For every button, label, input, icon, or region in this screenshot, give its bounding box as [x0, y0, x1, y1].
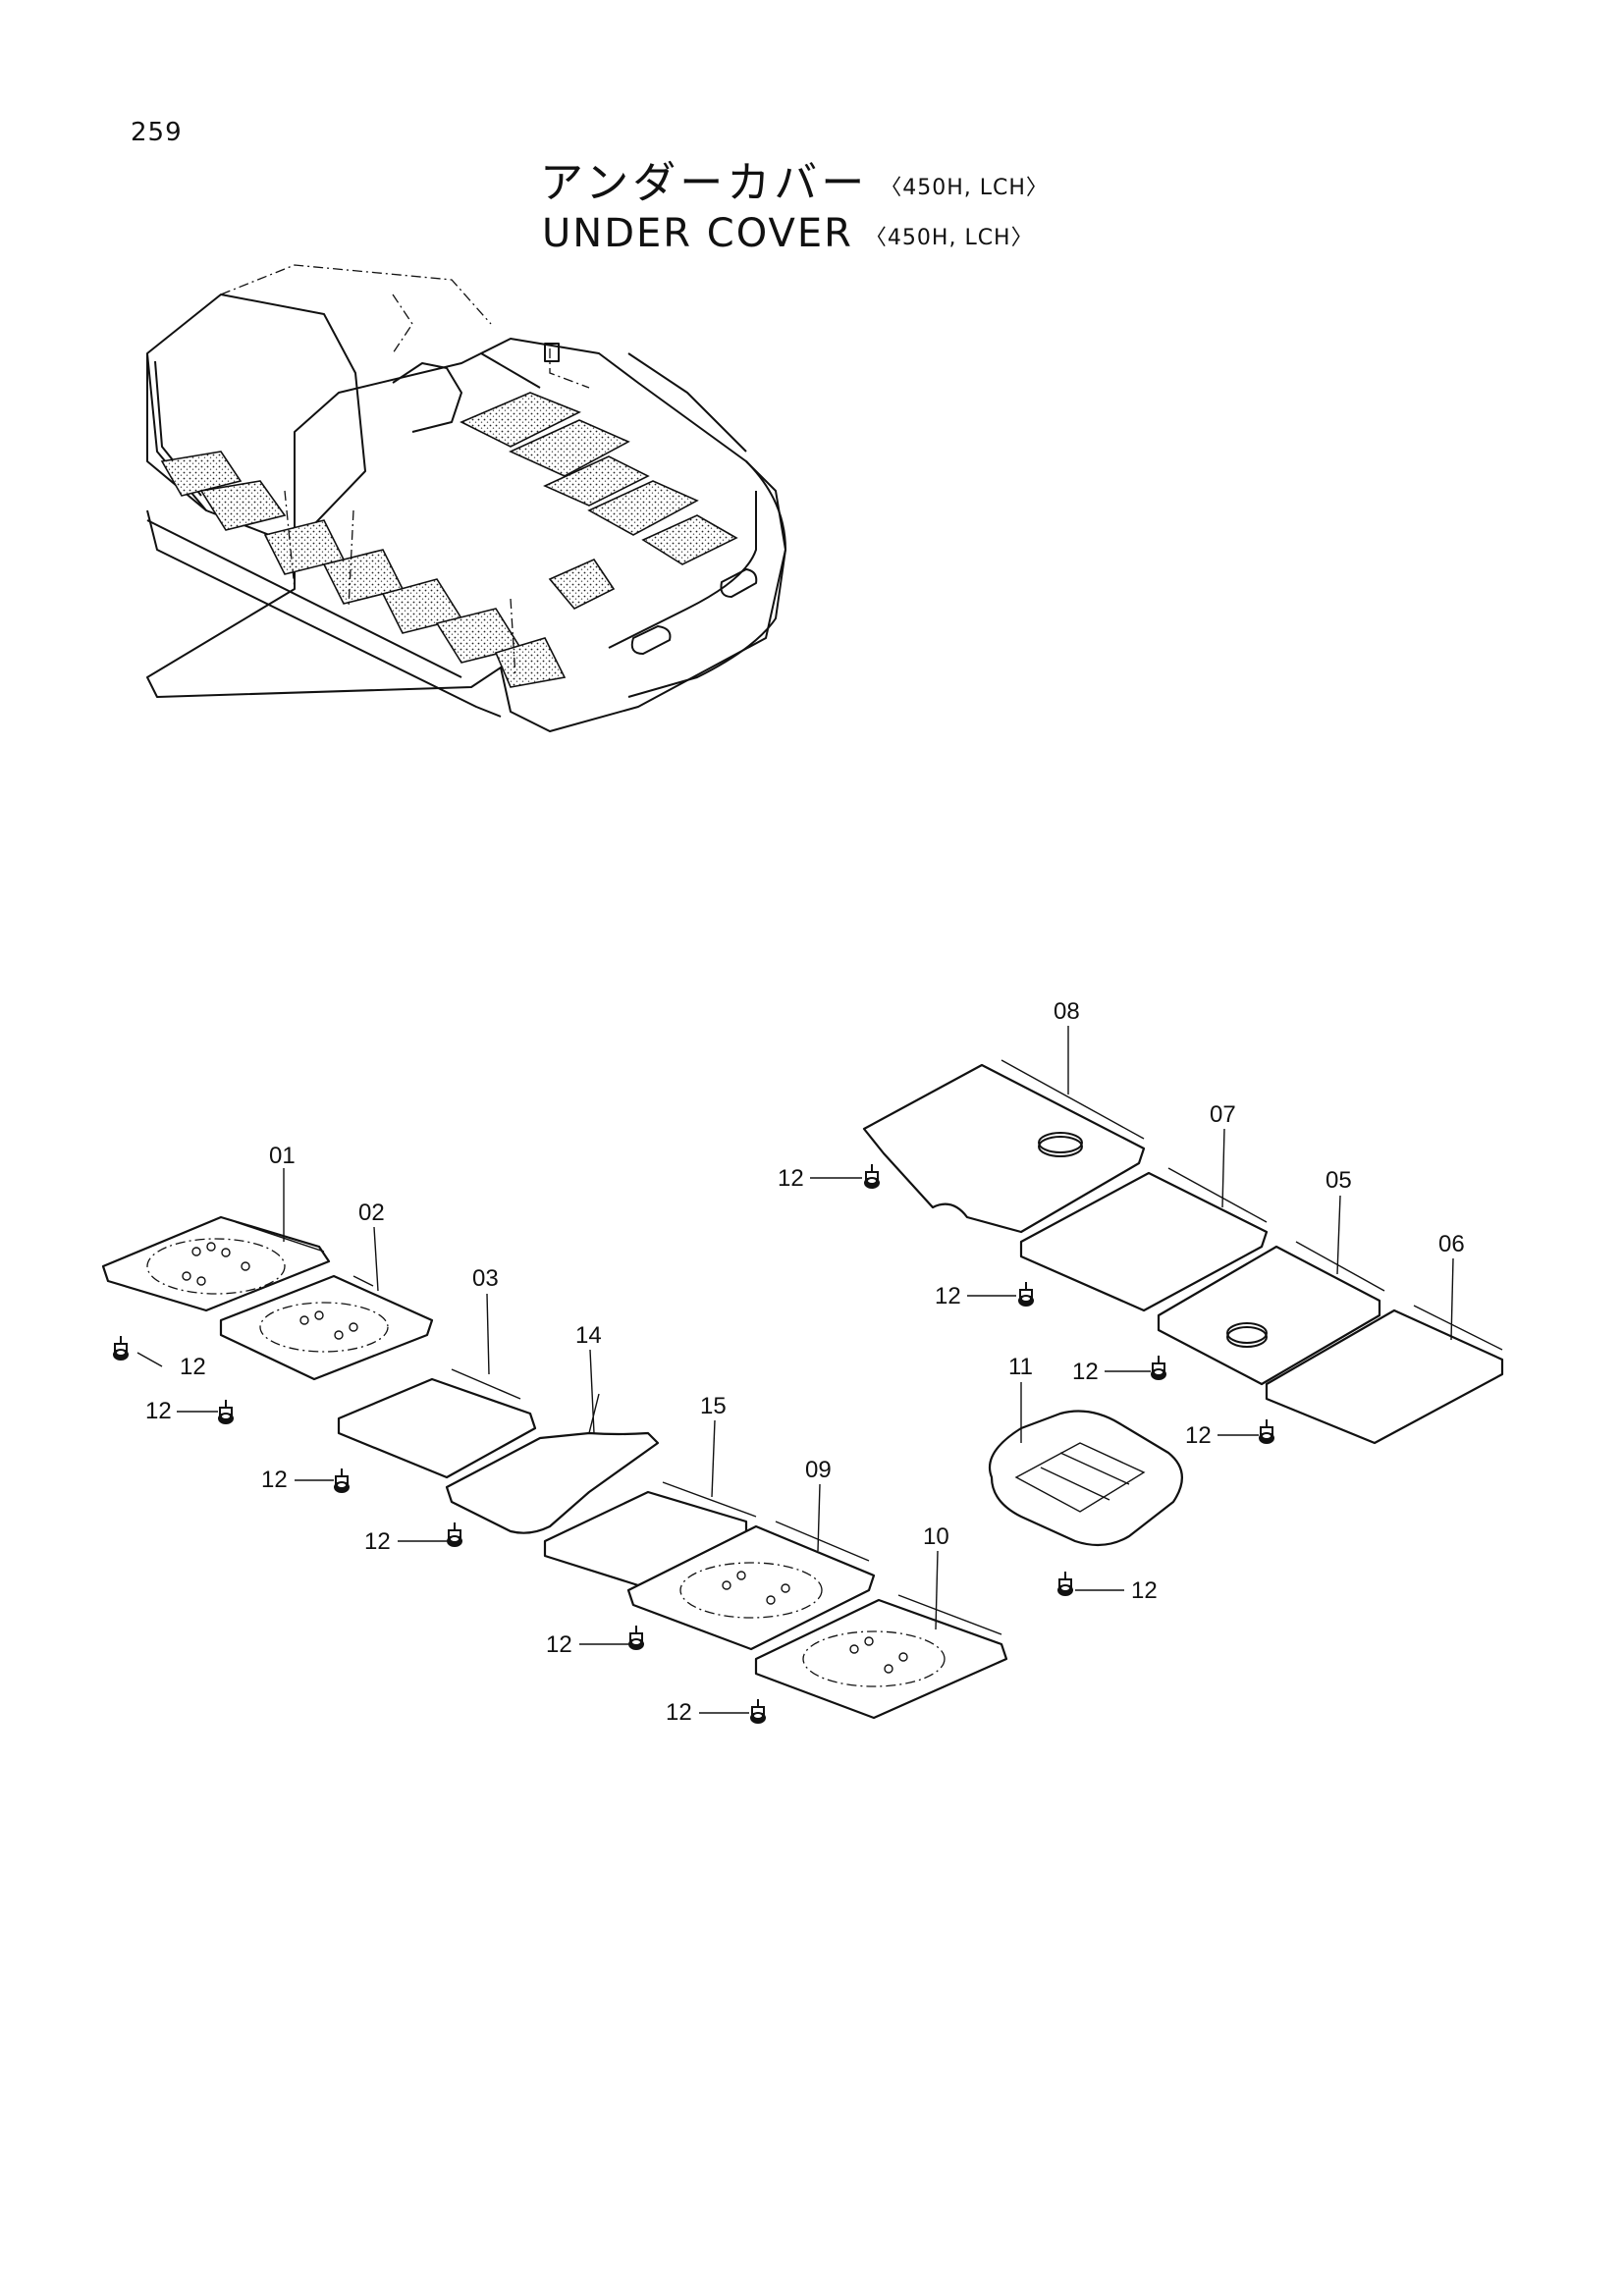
cover-plate-09 — [626, 1521, 876, 1651]
callout-02: 02 — [358, 1200, 385, 1226]
title-english: UNDER COVER 〈450H, LCH〉 — [542, 211, 1034, 256]
cover-plate-14 — [445, 1393, 660, 1534]
callout-03: 03 — [472, 1265, 499, 1292]
callout-15: 15 — [700, 1393, 727, 1419]
callout-12-a: 12 — [180, 1354, 206, 1380]
callout-12-f: 12 — [666, 1699, 692, 1726]
callout-12-k: 12 — [1131, 1577, 1158, 1604]
title-japanese-text: アンダーカバー — [540, 158, 869, 208]
callout-12-d: 12 — [364, 1528, 391, 1555]
callout-labels: 01 02 03 14 15 09 10 08 07 05 06 11 12 1… — [145, 998, 1465, 1726]
title-model-jp: 〈450H, LCH〉 — [880, 176, 1049, 200]
title-english-text: UNDER COVER — [542, 211, 853, 256]
cover-plate-03 — [337, 1368, 537, 1479]
cover-plate-07 — [1019, 1167, 1269, 1312]
callout-12-c: 12 — [261, 1467, 288, 1493]
cover-plate-02 — [219, 1274, 434, 1381]
page-number: 259 — [131, 118, 183, 147]
leader-lines — [136, 1026, 1454, 1714]
cover-plate-01 — [101, 1215, 331, 1312]
cover-plate-05 — [1157, 1241, 1385, 1386]
machine-overview-illustration — [146, 264, 786, 732]
callout-09: 09 — [805, 1457, 832, 1483]
callout-12-g: 12 — [778, 1165, 804, 1192]
callout-12-h: 12 — [935, 1283, 961, 1309]
callout-08: 08 — [1054, 998, 1080, 1025]
title-japanese: アンダーカバー〈450H, LCH〉 — [540, 147, 1049, 210]
cover-plate-11 — [988, 1410, 1183, 1547]
title-model-en: 〈450H, LCH〉 — [864, 226, 1034, 250]
callout-12-j: 12 — [1185, 1422, 1212, 1449]
callout-07: 07 — [1210, 1101, 1236, 1128]
callout-12-b: 12 — [145, 1398, 172, 1424]
callout-05: 05 — [1325, 1167, 1352, 1194]
callout-14: 14 — [575, 1322, 602, 1349]
callout-12-e: 12 — [546, 1631, 572, 1658]
callout-01: 01 — [269, 1143, 296, 1169]
cover-plate-06 — [1265, 1305, 1504, 1445]
cover-plate-08 — [862, 1059, 1146, 1234]
cover-plate-10 — [754, 1594, 1008, 1720]
callout-12-i: 12 — [1072, 1359, 1099, 1385]
callout-10: 10 — [923, 1523, 949, 1550]
callout-11: 11 — [1008, 1354, 1033, 1380]
callout-06: 06 — [1438, 1231, 1465, 1257]
